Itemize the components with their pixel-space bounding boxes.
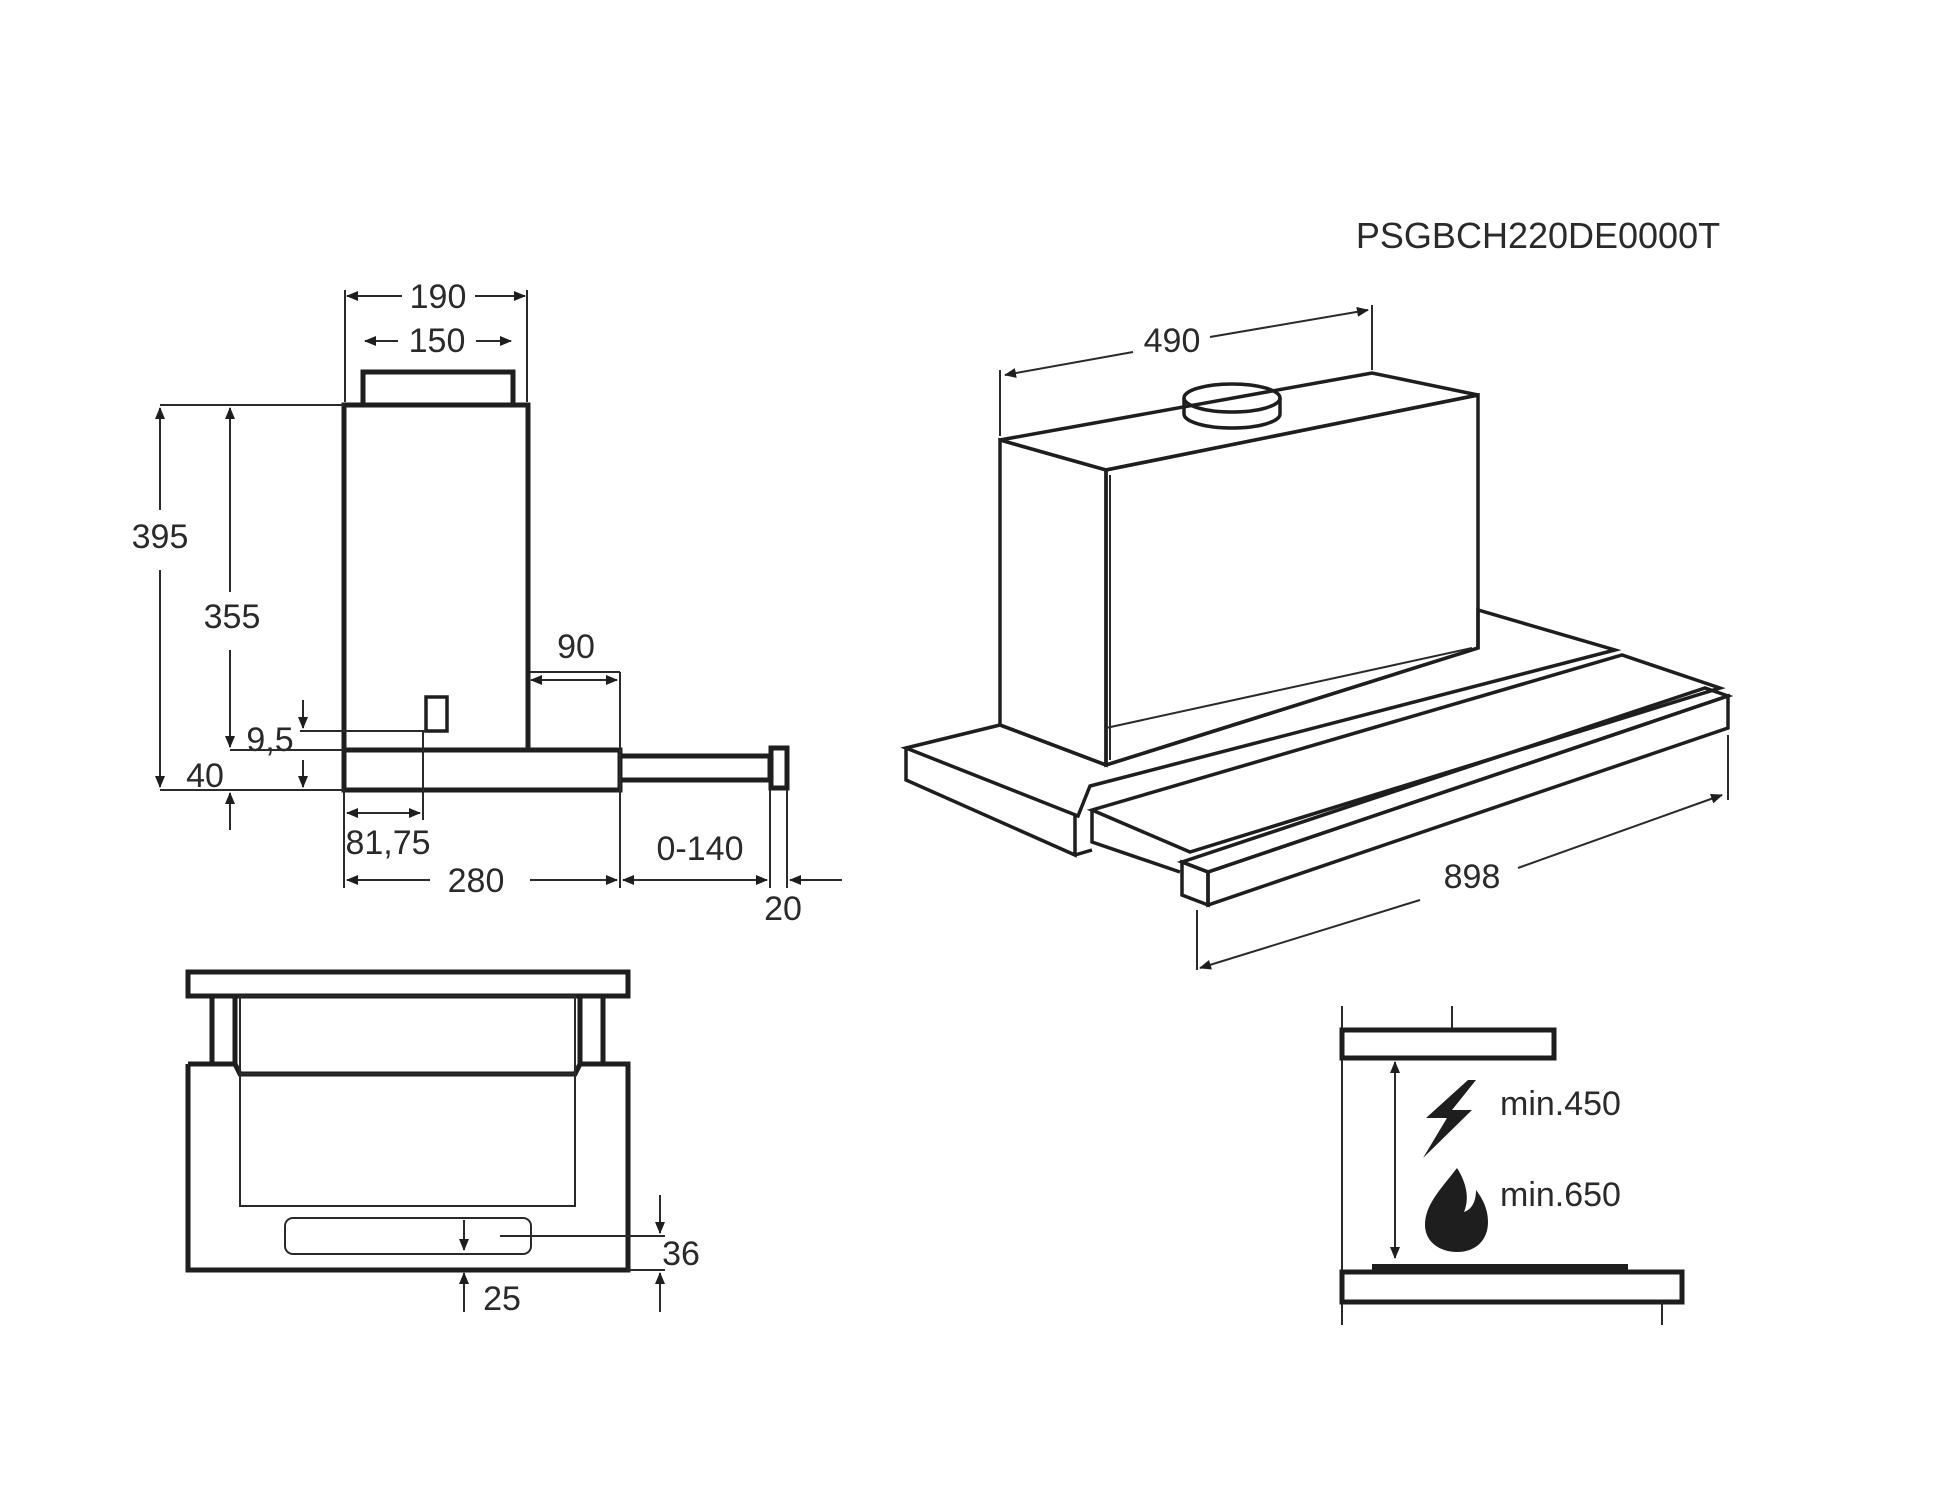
dim-0-140: 0-140	[657, 830, 744, 868]
dim-490: 490	[1144, 322, 1201, 360]
dim-90: 90	[557, 628, 595, 666]
dim-190: 190	[410, 278, 467, 316]
gas-clearance: min.650	[1500, 1176, 1621, 1214]
front-view: 36 25	[185, 969, 700, 1318]
front-top-plate	[185, 969, 631, 999]
dim-20: 20	[764, 890, 802, 928]
side-base	[341, 747, 623, 793]
dim-25: 25	[483, 1280, 521, 1318]
dim-9-5: 9,5	[246, 721, 293, 759]
side-opening	[424, 695, 449, 733]
clearance-cooktop	[1372, 1264, 1628, 1273]
front-slot	[284, 1217, 532, 1255]
dim-36: 36	[662, 1235, 700, 1273]
dim-898: 898	[1444, 858, 1501, 896]
side-tray	[617, 753, 773, 783]
iso-view: 490 898	[900, 305, 1734, 970]
side-duct	[360, 369, 516, 408]
side-front-panel	[768, 745, 790, 791]
side-view: 190 150 395 355 90 9,5 40 81,75 280 0-14	[132, 278, 842, 928]
clearance-hob	[1339, 1269, 1685, 1305]
flame-icon	[1425, 1168, 1488, 1252]
clearance-view: min.450 min.650	[1339, 1006, 1685, 1325]
clearance-hood	[1339, 1027, 1557, 1061]
dim-81-75: 81,75	[345, 824, 430, 862]
dim-280: 280	[448, 862, 505, 900]
dim-40: 40	[186, 757, 224, 795]
front-inner-panel	[239, 995, 576, 1207]
lightning-icon	[1423, 1080, 1476, 1158]
model-code: PSGBCH220DE0000T	[1356, 215, 1720, 256]
dim-395: 395	[132, 518, 189, 556]
dim-150: 150	[409, 322, 466, 360]
dim-355: 355	[204, 598, 261, 636]
electric-clearance: min.450	[1500, 1085, 1621, 1123]
